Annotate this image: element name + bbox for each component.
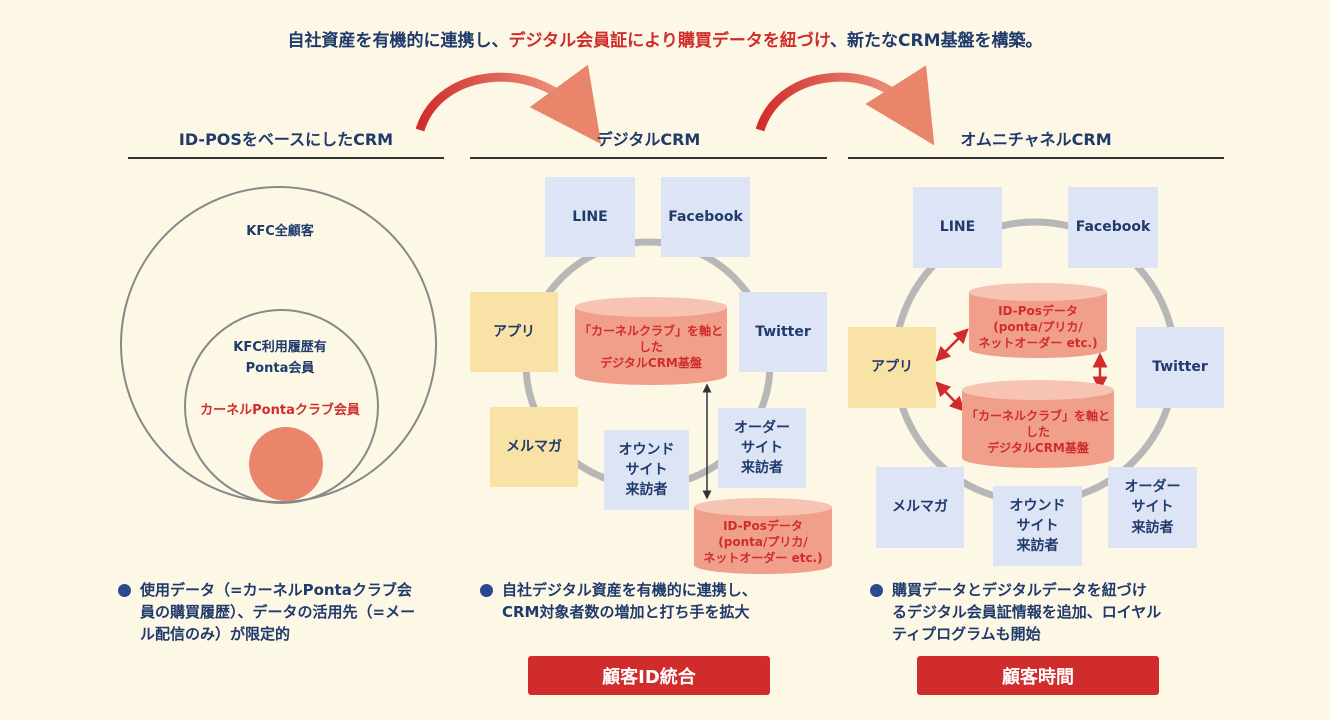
headline-part3: 、新たなCRM基盤を構築。 xyxy=(830,31,1043,51)
left-bullet-text: 使用データ（=カーネルPontaクラブ会 員の購買履歴）、データの活用先（=メー… xyxy=(140,581,416,643)
middle-bullet: 自社デジタル資産を有機的に連携し、 CRM対象者数の増加と打ち手を拡大 xyxy=(480,580,830,624)
middle-facebook-box: Facebook xyxy=(661,177,750,257)
app-to-crm-connector xyxy=(935,381,965,412)
customer-id-integration-badge: 顧客ID統合 xyxy=(528,656,770,695)
middle-crm-cylinder: 「カーネルクラブ」を軸とした デジタルCRM基盤 xyxy=(575,297,727,385)
middle-line-box: LINE xyxy=(545,177,635,257)
headline-part1: 自社資産を有機的に連携し、 xyxy=(287,31,509,51)
transition-arrow-1 xyxy=(415,64,602,145)
left-title-rule xyxy=(128,157,444,159)
right-order-site-box: オーダー サイト 来訪者 xyxy=(1108,467,1197,548)
right-crm-cylinder-label: 「カーネルクラブ」を軸とした デジタルCRM基盤 xyxy=(965,409,1110,456)
middle-pos-cylinder: ID-Posデータ (ponta/プリカ/ ネットオーダー etc.) xyxy=(694,498,832,574)
transition-arrow-2 xyxy=(755,65,935,146)
customer-time-badge: 顧客時間 xyxy=(917,656,1159,695)
right-owned-site-box: オウンド サイト 来訪者 xyxy=(993,486,1082,566)
bullet-dot-icon xyxy=(118,584,131,597)
middle-twitter-box: Twitter xyxy=(739,292,827,372)
left-bullet: 使用データ（=カーネルPontaクラブ会 員の購買履歴）、データの活用先（=メー… xyxy=(118,580,468,645)
inner-circle-label: カーネルPontaクラブ会員 xyxy=(200,403,360,418)
middle-crm-cylinder-label: 「カーネルクラブ」を軸とした デジタルCRM基盤 xyxy=(578,324,723,371)
right-twitter-box: Twitter xyxy=(1136,327,1224,408)
bullet-dot-icon xyxy=(480,584,493,597)
middle-column-title: デジタルCRM xyxy=(596,130,701,149)
headline: 自社資産を有機的に連携し、デジタル会員証により購買データを紐づけ、新たなCRM基… xyxy=(0,26,1330,51)
right-bullet: 購買データとデジタルデータを紐づけ るデジタル会員証情報を追加、ロイヤル ティプ… xyxy=(870,580,1230,645)
middle-order-site-box: オーダー サイト 来訪者 xyxy=(718,408,806,488)
middle-owned-site-box: オウンド サイト 来訪者 xyxy=(604,430,689,510)
middle-title-rule xyxy=(470,157,827,159)
right-line-box: LINE xyxy=(913,187,1002,268)
outer-circle-label: KFC全顧客 xyxy=(246,224,314,239)
right-bullet-text: 購買データとデジタルデータを紐づけ るデジタル会員証情報を追加、ロイヤル ティプ… xyxy=(892,581,1162,643)
middle-app-box: アプリ xyxy=(470,292,558,372)
right-pos-cylinder: ID-Posデータ (ponta/プリカ/ ネットオーダー etc.) xyxy=(969,283,1107,358)
app-to-pos-connector xyxy=(935,328,969,362)
right-facebook-box: Facebook xyxy=(1068,187,1158,268)
right-crm-cylinder: 「カーネルクラブ」を軸とした デジタルCRM基盤 xyxy=(962,380,1114,468)
middle-pos-cylinder-label: ID-Posデータ (ponta/プリカ/ ネットオーダー etc.) xyxy=(703,519,823,566)
middle-circle-ponta-members xyxy=(184,309,379,504)
right-column-title: オムニチャネルCRM xyxy=(960,130,1112,149)
right-mailmag-box: メルマガ xyxy=(876,467,964,548)
middle-mailmag-box: メルマガ xyxy=(490,407,578,487)
right-app-box: アプリ xyxy=(848,327,936,408)
middle-bullet-text: 自社デジタル資産を有機的に連携し、 CRM対象者数の増加と打ち手を拡大 xyxy=(502,581,757,621)
left-column-title: ID-POSをベースにしたCRM xyxy=(178,130,394,149)
middle-circle-label: KFC利用履歴有 Ponta会員 xyxy=(233,340,327,376)
inner-circle-kernel-ponta-club xyxy=(249,427,323,501)
right-pos-cylinder-label: ID-Posデータ (ponta/プリカ/ ネットオーダー etc.) xyxy=(978,304,1098,351)
headline-highlight: デジタル会員証により購買データを紐づけ xyxy=(508,31,830,51)
right-title-rule xyxy=(848,157,1224,159)
bullet-dot-icon xyxy=(870,584,883,597)
